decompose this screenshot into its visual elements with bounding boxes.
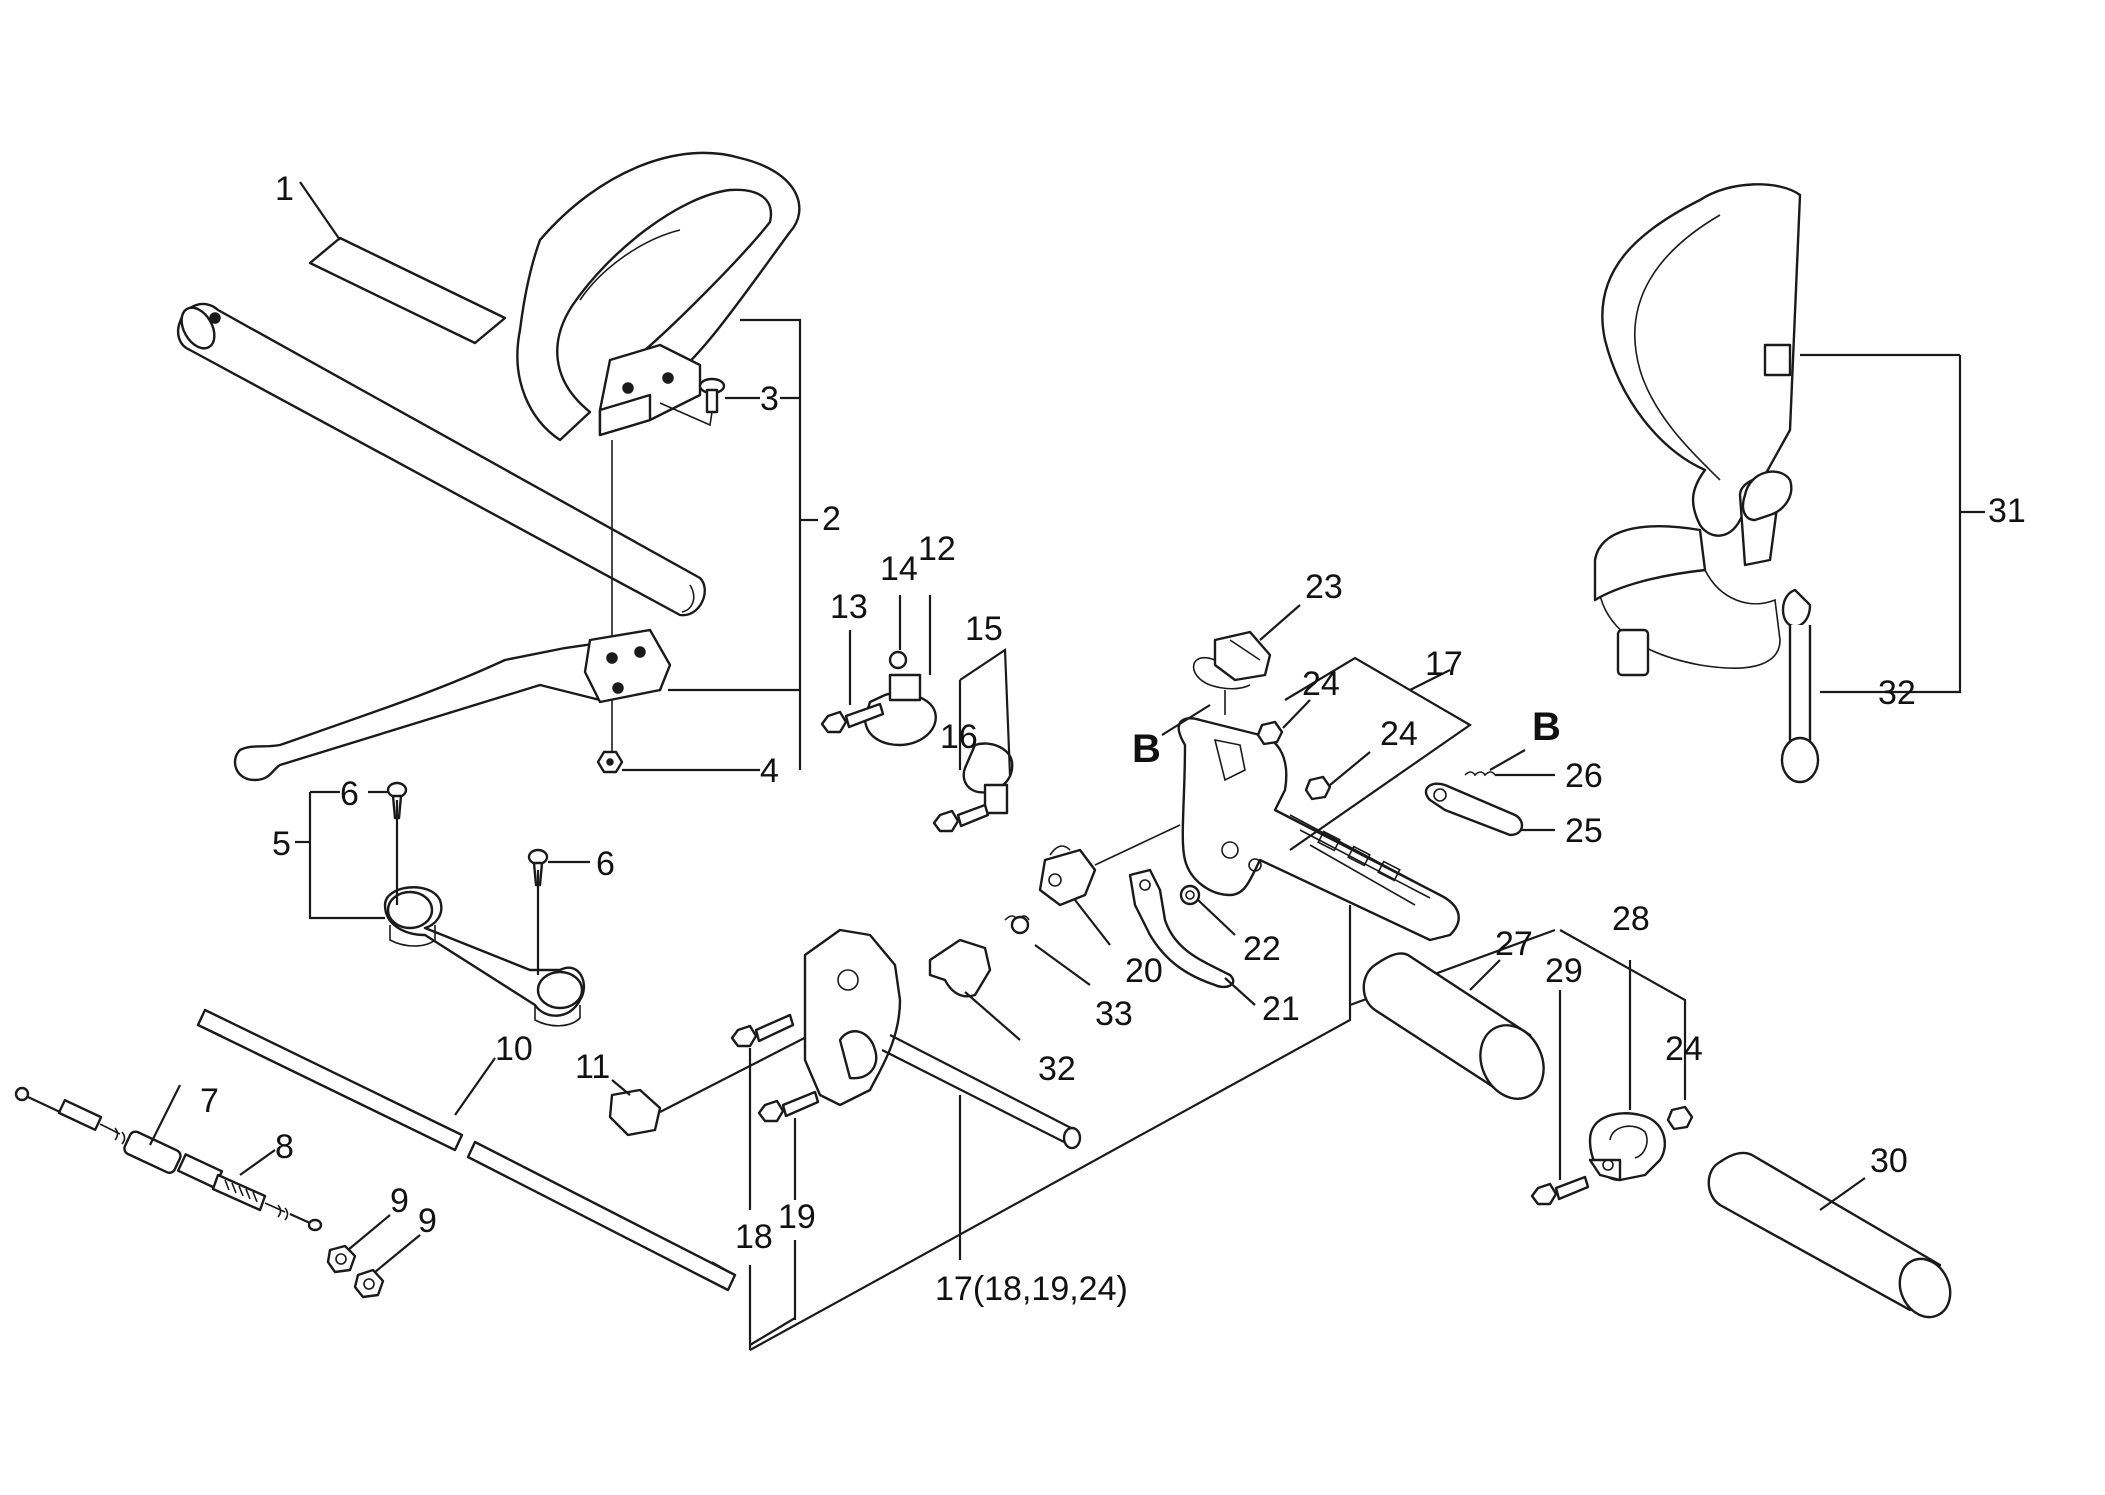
part-8-cable	[176, 1149, 323, 1232]
part-9-nut-b	[353, 1268, 385, 1299]
callout-23: 23	[1305, 568, 1343, 606]
callout-5: 5	[272, 825, 291, 863]
callout-labels: 1 2 3 4 5 6 6 7 8 9 9 10 11 12 13 14 15 …	[200, 170, 2026, 1308]
part-2-loop-handle	[516, 151, 801, 442]
callout-2: 2	[822, 500, 841, 538]
upper-handle-clamp	[598, 343, 702, 437]
part-25-lever	[1424, 782, 1555, 837]
callout-9b: 9	[418, 1202, 437, 1240]
callout-6b: 6	[596, 845, 615, 883]
callout-31: 31	[1988, 492, 2026, 530]
callout-1: 1	[275, 170, 294, 208]
callout-26: 26	[1565, 757, 1603, 795]
callout-17a: 17	[1425, 645, 1463, 683]
part-14-nut	[888, 595, 908, 670]
callout-20: 20	[1125, 952, 1163, 990]
part-33-spring	[1004, 915, 1091, 986]
part-32-lockout	[928, 938, 1021, 1041]
part-21-throttle-trigger	[1128, 868, 1256, 1006]
callout-24a: 24	[1302, 665, 1340, 703]
shaft-tube	[176, 302, 706, 617]
callout-32a: 32	[1878, 674, 1916, 712]
callout-17b: 17(18,19,24)	[935, 1270, 1128, 1308]
part-29-bolt	[1530, 990, 1590, 1206]
callout-7: 7	[200, 1082, 219, 1120]
lower-handle-clamp	[233, 628, 672, 782]
callout-24b: 24	[1380, 715, 1418, 753]
callout-4: 4	[760, 752, 779, 790]
part-12-clamp	[863, 595, 937, 747]
callout-8: 8	[275, 1128, 294, 1166]
callout-9a: 9	[390, 1182, 409, 1220]
part-26-spring	[1464, 771, 1555, 777]
leaders-9	[347, 1214, 421, 1273]
part-13-bolt	[820, 630, 885, 734]
part-7-cable	[14, 1084, 182, 1174]
part-15-clamp	[958, 647, 1014, 815]
part-16-bolt	[932, 803, 990, 833]
callout-19: 19	[778, 1198, 816, 1236]
part-20-trigger-link	[1038, 824, 1181, 946]
callout-21: 21	[1262, 990, 1300, 1028]
part-10-drive-shaft	[196, 1008, 737, 1292]
callout-15: 15	[965, 610, 1003, 648]
part-1-label	[308, 236, 507, 345]
callout-33: 33	[1095, 995, 1133, 1033]
callout-22: 22	[1243, 930, 1281, 968]
part-18-bolt	[730, 1013, 795, 1210]
callout-24c: 24	[1665, 1030, 1703, 1068]
leaders-2-3-4	[299, 181, 818, 772]
marker-b-right: B	[1532, 705, 1561, 749]
part-24-nut-a	[1256, 699, 1311, 746]
callout-12: 12	[918, 530, 956, 568]
callout-6a: 6	[340, 775, 359, 813]
leaders-17	[1284, 656, 1473, 851]
part-19-bolt	[757, 1090, 820, 1200]
part-11-cap	[608, 1029, 821, 1137]
callout-30: 30	[1870, 1142, 1908, 1180]
part-3-screw	[698, 377, 726, 414]
callout-28: 28	[1612, 900, 1650, 938]
callout-16: 16	[940, 718, 978, 756]
leaders-5-6	[295, 790, 590, 975]
part-24-nut-c	[1666, 1105, 1694, 1131]
callout-14: 14	[880, 550, 918, 588]
callout-10: 10	[495, 1030, 533, 1068]
part-5-bracket	[383, 886, 586, 1027]
part-28-clamp	[1559, 929, 1687, 1182]
part-31-shoulder-strap	[1593, 183, 1985, 694]
part-23-switch	[1192, 604, 1301, 715]
callout-18: 18	[735, 1218, 773, 1256]
callout-3: 3	[760, 380, 779, 418]
callout-11: 11	[575, 1048, 610, 1086]
part-22-spring	[1179, 884, 1236, 936]
callout-25: 25	[1565, 812, 1603, 850]
marker-b-left: B	[1132, 727, 1161, 771]
part-32-hook	[1780, 588, 1820, 784]
part-27-grip	[1362, 952, 1545, 1100]
part-9-nut-a	[326, 1244, 357, 1274]
b-leaders	[1161, 704, 1526, 771]
callout-13: 13	[830, 588, 868, 626]
part-17-lower-housing	[803, 928, 1082, 1260]
callout-27: 27	[1495, 925, 1533, 963]
callout-29: 29	[1545, 952, 1583, 990]
part-4-nut	[596, 750, 624, 774]
part-24-nut-b	[1304, 751, 1371, 801]
part-30-pipe	[1707, 1151, 1952, 1319]
callout-32b: 32	[1038, 1050, 1076, 1088]
